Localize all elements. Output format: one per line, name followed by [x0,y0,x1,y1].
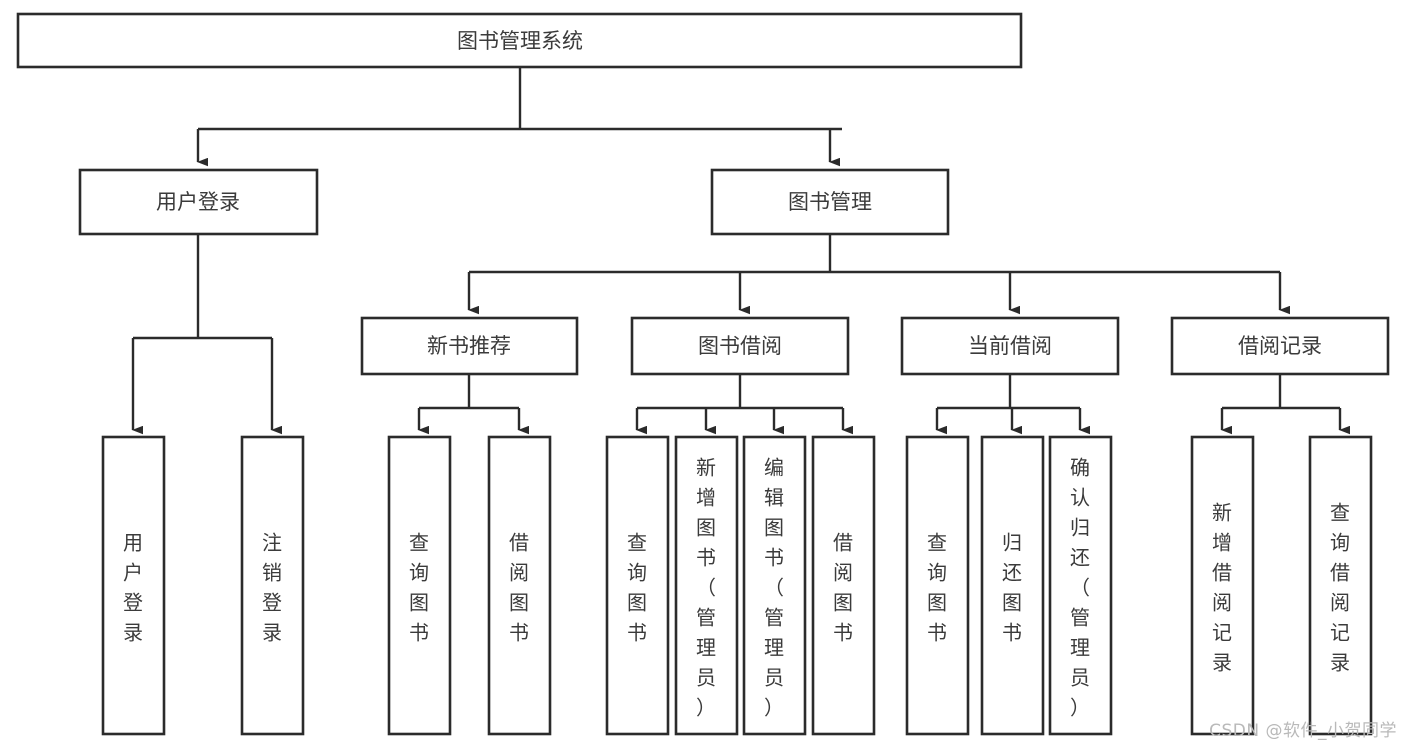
node-book-manage[interactable]: 图书管理 [710,168,950,236]
leaf-node[interactable]: 查询图书 [387,435,452,736]
node-book-manage-label: 图书管理 [788,190,872,214]
node-current-borrow[interactable]: 当前借阅 [900,316,1120,376]
leaf-current-query-label: 查询图书 [927,530,947,644]
node-current-borrow-label: 当前借阅 [968,334,1052,358]
leaf-newbook-query-box[interactable] [387,435,452,736]
leaf-borrow-query-box[interactable] [605,435,670,736]
leaf-node[interactable]: 新增图书（管理员） [674,435,739,736]
node-root[interactable]: 图书管理系统 [16,12,1023,69]
leaf-node[interactable]: 查询借阅记录 [1308,435,1373,736]
node-new-book-recommend[interactable]: 新书推荐 [360,316,579,376]
leaf-node[interactable]: 借阅图书 [487,435,552,736]
leaf-borrow-lend-box[interactable] [811,435,876,736]
leaf-current-query-box[interactable] [905,435,970,736]
node-borrow-record-box[interactable] [1170,316,1390,376]
leaf-node[interactable]: 编辑图书（管理员） [742,435,807,736]
leaf-node[interactable]: 归还图书 [980,435,1045,736]
leaf-record-query-label: 查询借阅记录 [1330,500,1350,674]
leaf-borrow-query-label: 查询图书 [627,530,647,644]
leaf-node[interactable]: 用户登录 [101,435,166,736]
leaf-current-confirm-box[interactable] [1048,435,1113,736]
leaf-newbook-query-label: 查询图书 [409,530,429,644]
leaf-record-add-box[interactable] [1190,435,1255,736]
node-current-borrow-box[interactable] [900,316,1120,376]
node-new-book-recommend-box[interactable] [360,316,579,376]
leaf-current-return-label: 归还图书 [1002,530,1022,644]
leaf-logout-label: 注销登录 [262,530,282,644]
leaf-logout-box[interactable] [240,435,305,736]
leaf-borrow-edit-box[interactable] [742,435,807,736]
leaf-node[interactable]: 查询图书 [605,435,670,736]
leaf-node[interactable]: 借阅图书 [811,435,876,736]
node-book-borrow[interactable]: 图书借阅 [630,316,850,376]
leaf-node[interactable]: 确认归还（管理员） [1048,435,1113,736]
leaf-record-query-box[interactable] [1308,435,1373,736]
leaf-newbook-borrow-box[interactable] [487,435,552,736]
node-book-borrow-label: 图书借阅 [698,334,782,358]
leaf-record-add-label: 新增借阅记录 [1212,500,1232,674]
node-borrow-record-label: 借阅记录 [1238,334,1322,358]
connector-layer [131,67,1350,435]
leaf-user-login-box[interactable] [101,435,166,736]
leaf-borrow-edit-label: 编辑图书（管理员） [764,455,784,719]
node-user-login-label: 用户登录 [156,190,240,214]
leaf-current-return-box[interactable] [980,435,1045,736]
leaf-newbook-borrow-label: 借阅图书 [509,530,529,644]
leaf-borrow-lend-label: 借阅图书 [833,530,853,644]
leaf-borrow-add-box[interactable] [674,435,739,736]
node-book-manage-box[interactable] [710,168,950,236]
leaf-node[interactable]: 新增借阅记录 [1190,435,1255,736]
leaf-current-confirm-label: 确认归还（管理员） [1070,455,1090,719]
node-root-label: 图书管理系统 [457,29,583,53]
node-root-box[interactable] [16,12,1023,69]
node-user-login-box[interactable] [78,168,319,236]
leaf-node[interactable]: 查询图书 [905,435,970,736]
node-user-login[interactable]: 用户登录 [78,168,319,236]
leaf-borrow-add-label: 新增图书（管理员） [696,455,716,719]
leaf-user-login-label: 用户登录 [123,530,143,644]
node-book-borrow-box[interactable] [630,316,850,376]
leaf-node[interactable]: 注销登录 [240,435,305,736]
node-new-book-recommend-label: 新书推荐 [427,334,511,358]
node-borrow-record[interactable]: 借阅记录 [1170,316,1390,376]
